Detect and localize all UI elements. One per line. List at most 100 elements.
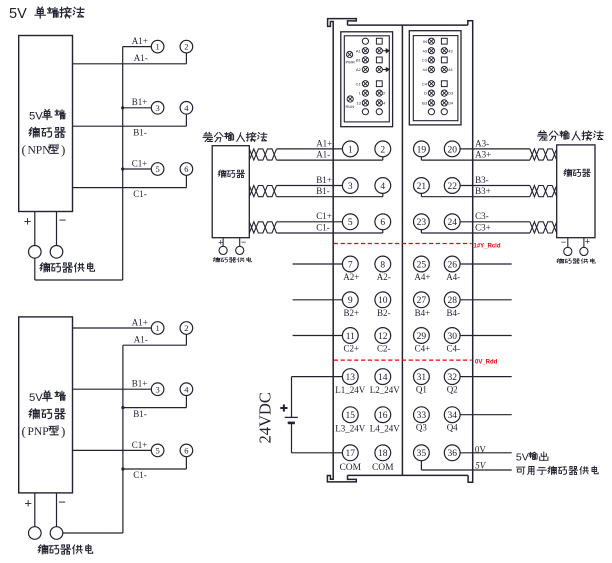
svg-text:20: 20	[447, 145, 457, 155]
svg-text:A2: A2	[356, 67, 362, 72]
svg-text:15: 15	[346, 411, 356, 421]
svg-text:A1+: A1+	[132, 36, 148, 46]
svg-text:L4_24V: L4_24V	[370, 423, 400, 433]
svg-text:−: −	[561, 237, 566, 247]
svg-text:3: 3	[348, 182, 353, 192]
svg-text:L1_24V: L1_24V	[335, 385, 365, 395]
svg-text:6: 6	[184, 164, 188, 174]
svg-text:NPN: NPN	[28, 145, 52, 157]
svg-text:21: 21	[417, 182, 427, 192]
svg-text:A4-: A4-	[446, 272, 460, 282]
svg-text:23: 23	[417, 218, 427, 228]
svg-text:18: 18	[378, 449, 388, 459]
svg-text:B3: B3	[422, 101, 428, 106]
svg-text:11: 11	[346, 332, 355, 342]
svg-text:B1+: B1+	[132, 97, 148, 107]
svg-text:5V: 5V	[29, 111, 43, 123]
svg-text:9: 9	[348, 296, 353, 306]
svg-text:33: 33	[417, 411, 427, 421]
svg-text:): )	[61, 142, 65, 157]
svg-text:+: +	[24, 214, 32, 229]
svg-text:6: 6	[184, 446, 188, 456]
svg-text:B4+: B4+	[415, 308, 431, 318]
svg-text:A3-: A3-	[475, 138, 489, 148]
svg-text:B1-: B1-	[133, 409, 147, 419]
svg-text:35: 35	[417, 449, 427, 459]
svg-text:C3: C3	[422, 58, 428, 63]
svg-text:1: 1	[348, 145, 353, 155]
svg-text:14: 14	[378, 373, 388, 383]
svg-text:31: 31	[417, 373, 427, 383]
svg-text:5V: 5V	[9, 6, 27, 22]
svg-text:10: 10	[378, 296, 388, 306]
svg-text:B1+: B1+	[316, 175, 332, 185]
svg-text:22: 22	[447, 182, 457, 192]
svg-text:8: 8	[380, 260, 385, 270]
svg-text:Q2: Q2	[447, 384, 458, 394]
svg-text:24VDC: 24VDC	[256, 392, 275, 443]
svg-text:D: D	[424, 91, 427, 96]
svg-text:D3: D3	[448, 91, 454, 96]
svg-text:−: −	[59, 213, 67, 228]
svg-text:L3_24V: L3_24V	[335, 423, 365, 433]
svg-text:32: 32	[447, 373, 457, 383]
svg-text:C3+: C3+	[475, 222, 491, 232]
svg-text:6: 6	[380, 218, 385, 228]
svg-text:B3-: B3-	[475, 175, 489, 185]
svg-text:C1-: C1-	[133, 189, 147, 199]
svg-text:COM: COM	[372, 463, 394, 473]
svg-text:0V: 0V	[475, 445, 487, 455]
svg-text:Q1: Q1	[416, 384, 427, 394]
svg-text:2: 2	[184, 42, 188, 52]
svg-text:−: −	[241, 237, 246, 247]
svg-text:19: 19	[417, 145, 427, 155]
svg-text:L2_24V: L2_24V	[370, 385, 400, 395]
svg-text:B2+: B2+	[344, 308, 360, 318]
svg-text:36: 36	[447, 449, 457, 459]
svg-text:C2-: C2-	[377, 344, 391, 354]
svg-text:PWR: PWR	[346, 60, 355, 65]
svg-text:D4: D4	[448, 101, 454, 106]
svg-text:A1-: A1-	[316, 150, 330, 160]
svg-text:24: 24	[447, 218, 457, 228]
svg-text:13: 13	[356, 101, 361, 106]
svg-text:4: 4	[380, 182, 385, 192]
svg-text:RUN: RUN	[346, 104, 355, 109]
svg-text:IN: IN	[423, 39, 427, 44]
svg-text:5V: 5V	[516, 452, 529, 464]
svg-text:C4: C4	[422, 81, 428, 86]
svg-text:A2+: A2+	[343, 272, 359, 282]
svg-text:43: 43	[423, 48, 428, 53]
svg-text:A1+: A1+	[316, 138, 332, 148]
svg-text:4: 4	[383, 101, 386, 106]
svg-text:(: (	[22, 423, 26, 438]
svg-text:C4+: C4+	[415, 344, 431, 354]
svg-text:+: +	[24, 496, 32, 511]
svg-text:C1: C1	[356, 81, 362, 86]
svg-text:C1+: C1+	[132, 440, 148, 450]
svg-text:12: 12	[378, 332, 388, 342]
svg-text:3: 3	[155, 103, 159, 113]
svg-text:1: 1	[155, 323, 159, 333]
svg-text:C2+: C2+	[344, 344, 360, 354]
svg-text:7: 7	[348, 260, 353, 270]
svg-text:27: 27	[417, 296, 427, 306]
svg-text:Q3: Q3	[416, 423, 427, 433]
svg-text:5V: 5V	[29, 392, 43, 404]
svg-text:4: 4	[184, 103, 189, 113]
svg-text:34: 34	[447, 411, 457, 421]
svg-text:44: 44	[423, 67, 428, 72]
svg-text:A1+: A1+	[132, 317, 148, 327]
svg-text:1: 1	[359, 91, 362, 96]
svg-text:A4+: A4+	[414, 272, 430, 282]
svg-text:A1-: A1-	[134, 335, 148, 345]
svg-text:5: 5	[348, 218, 353, 228]
svg-text:13: 13	[346, 373, 356, 383]
svg-text:C1-: C1-	[133, 470, 147, 480]
svg-text:(: (	[22, 142, 26, 157]
svg-text:B4-: B4-	[446, 308, 460, 318]
svg-text:B1: B1	[356, 58, 362, 63]
svg-text:25: 25	[417, 260, 427, 270]
svg-text:26: 26	[447, 260, 457, 270]
svg-text:5: 5	[155, 446, 159, 456]
